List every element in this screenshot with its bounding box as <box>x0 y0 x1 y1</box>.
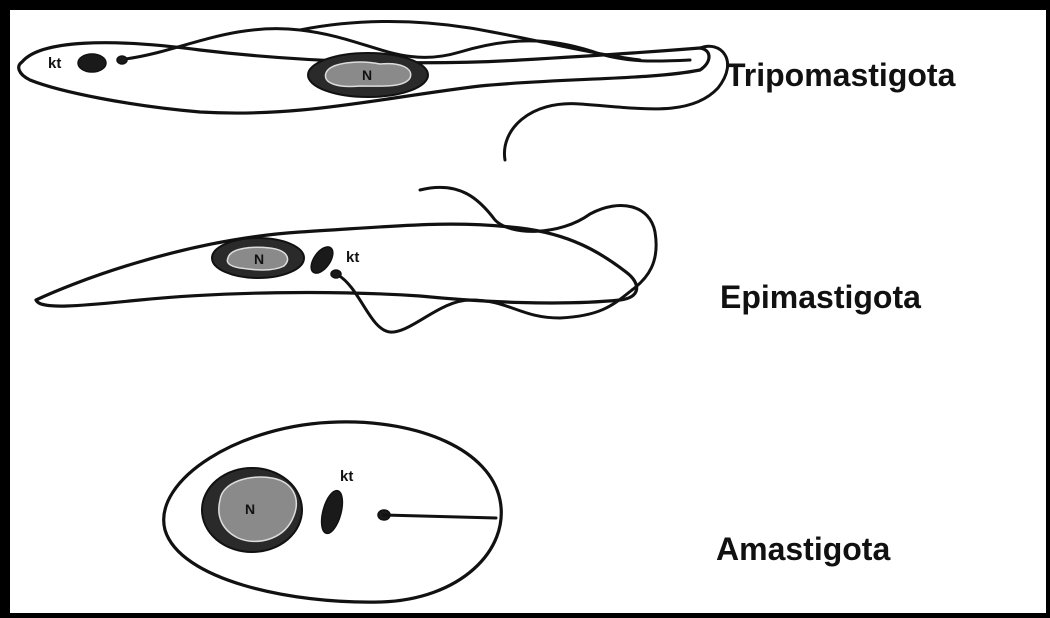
trypomastigote-nucleus-label: N <box>362 67 372 83</box>
trypomastigote-undulating-membrane <box>125 29 690 61</box>
epimastigote-basal-body <box>331 270 341 278</box>
amastigote-kinetoplast <box>318 488 347 535</box>
trypomastigote-flagellum <box>504 46 727 160</box>
epimastigote-stage-label: Epimastigota <box>720 279 921 315</box>
amastigote-flagellum <box>384 515 496 518</box>
trypomastigote-stage-label: Tripomastigota <box>726 57 956 93</box>
epimastigote-body-outline <box>36 224 637 306</box>
epimastigote-flagellum <box>420 187 656 290</box>
trypomastigote-kinetoplast-label: kt <box>48 55 61 72</box>
epimastigote-cell: N kt <box>36 187 656 332</box>
trypanosome-stages-diagram: N kt Tripomastigota N kt <box>10 10 1046 613</box>
trypomastigote-cell: N kt <box>19 22 728 161</box>
amastigote-cell: N kt <box>164 422 502 602</box>
amastigote-stage-label: Amastigota <box>716 531 890 567</box>
trypomastigote-basal-body <box>117 56 127 64</box>
trypomastigote-kinetoplast <box>78 54 106 72</box>
amastigote-kinetoplast-label: kt <box>340 468 353 485</box>
epimastigote-kinetoplast-label: kt <box>346 249 359 266</box>
figure-panel: N kt Tripomastigota N kt <box>10 10 1046 613</box>
epimastigote-nucleus-label: N <box>254 251 264 267</box>
amastigote-nucleus-label: N <box>245 501 255 517</box>
